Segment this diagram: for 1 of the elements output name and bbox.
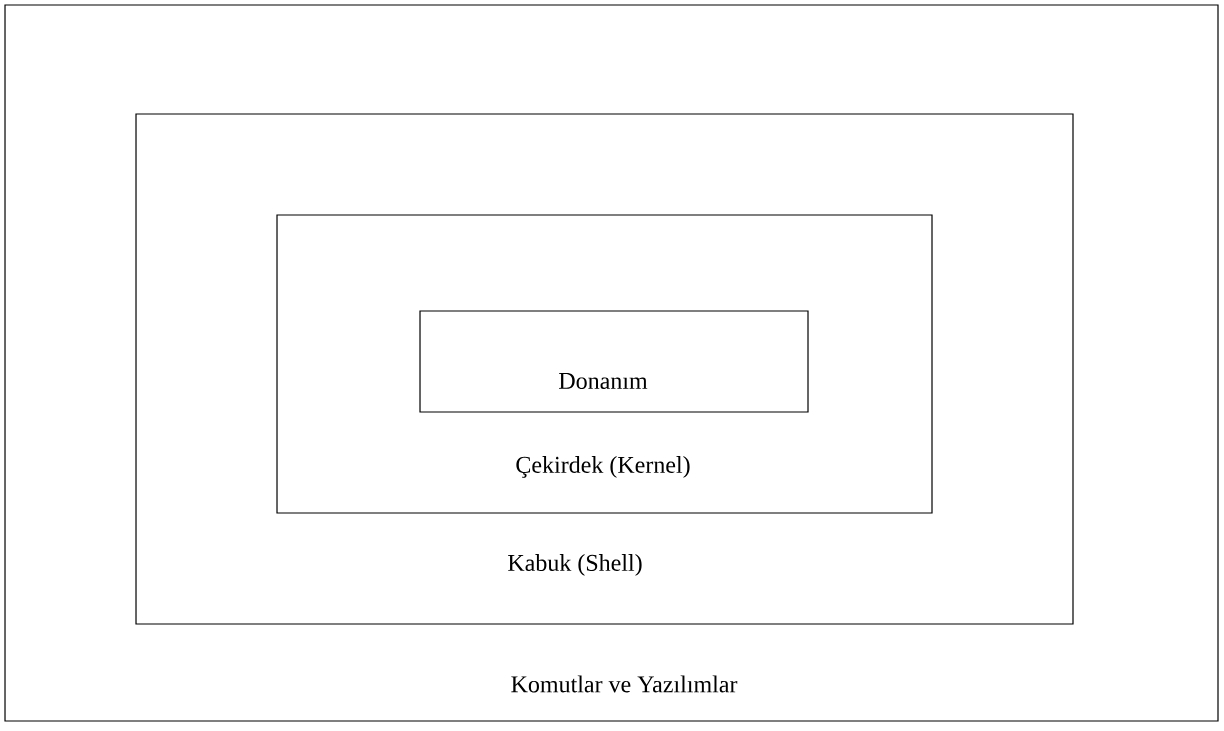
layer-box: Donanım bbox=[419, 310, 809, 413]
